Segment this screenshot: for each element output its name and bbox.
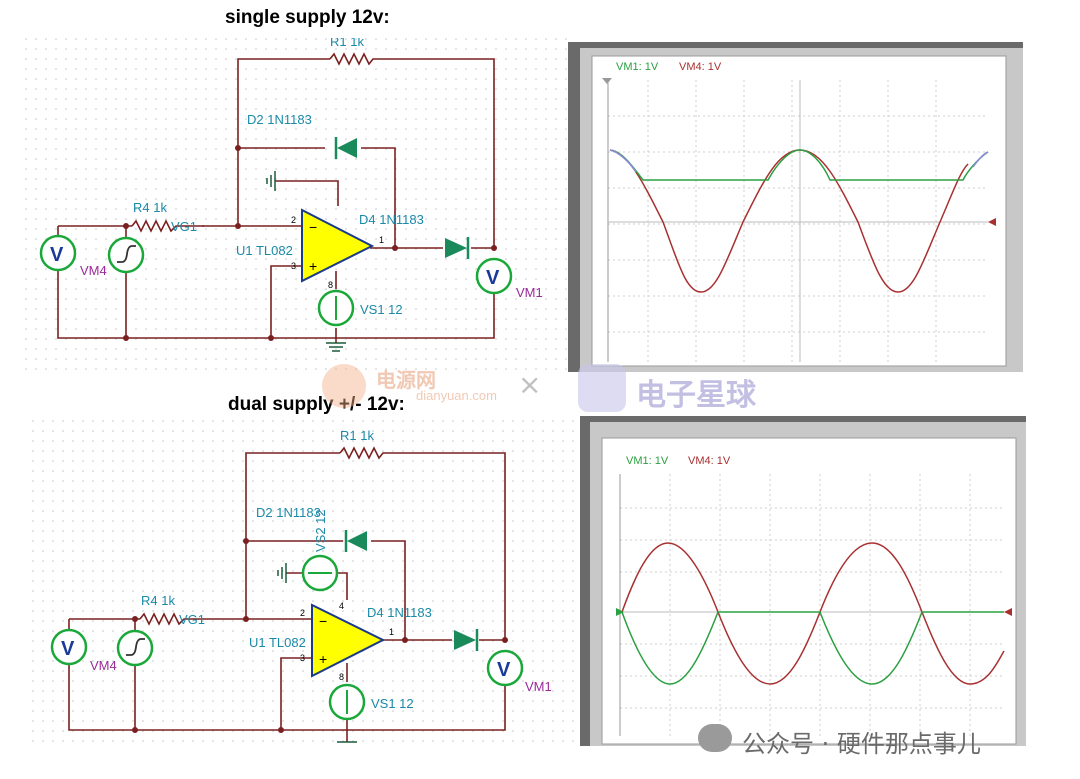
label-r4: R4 1k (133, 200, 167, 215)
pin-1: 1 (389, 627, 394, 637)
diode-d4 (445, 237, 470, 259)
title-single-supply: single supply 12v: (225, 7, 390, 28)
pin-3: 3 (291, 261, 296, 271)
schematic-dual-supply: − + V V R1 1k D2 1N1183 D4 1N1183 R4 1k … (32, 420, 577, 745)
svg-text:V: V (61, 638, 75, 660)
pin-3: 3 (300, 653, 305, 663)
label-vm1: VM1 (525, 679, 552, 694)
label-vm1: VM1 (516, 285, 543, 300)
wechat-icon (698, 724, 732, 752)
voltage-source-vs2 (301, 554, 339, 592)
planet-logo-icon (578, 364, 626, 412)
label-d4: D4 1N1183 (359, 212, 424, 227)
signal-generator-vg1 (116, 629, 154, 667)
label-r1: R1 1k (340, 428, 374, 443)
schematic-single-supply: − + V V R1 1k D2 1N1183 D4 1N1183 R4 1k … (25, 38, 575, 373)
svg-text:V: V (486, 267, 500, 289)
voltmeter-vm1: V (486, 649, 524, 687)
watermark-planet-text: 电子星球 (636, 378, 756, 413)
diode-d4 (454, 629, 479, 651)
opamp-u1: − + (301, 208, 375, 283)
dianyuan-logo-icon (322, 364, 366, 408)
label-vg1: VG1 (171, 219, 197, 234)
label-d2: D2 1N1183 (247, 112, 312, 127)
svg-text:+: + (309, 258, 317, 274)
oscilloscope-dual-supply: VM1: 1V VM4: 1V (580, 416, 1026, 746)
svg-text:+: + (319, 651, 327, 667)
label-vm4: VM4 (90, 658, 117, 673)
scope-legend-vm4: VM4: 1V (679, 61, 722, 73)
pin-2: 2 (291, 215, 296, 225)
ground-symbol-top (266, 171, 276, 191)
pin-8: 8 (328, 280, 333, 290)
label-r1: R1 1k (330, 38, 364, 49)
diode-d2 (344, 530, 367, 552)
pin-1: 1 (379, 235, 384, 245)
label-vm4: VM4 (80, 263, 107, 278)
pin-8: 8 (339, 672, 344, 682)
voltmeter-vm4: V (50, 628, 88, 666)
pin-2: 2 (300, 608, 305, 618)
voltage-source-vs1 (328, 683, 366, 721)
svg-text:V: V (50, 244, 64, 266)
signal-generator-vg1 (107, 236, 145, 274)
scope-legend-vm1: VM1: 1V (626, 455, 669, 467)
voltmeter-vm4: V (39, 234, 77, 272)
label-r4: R4 1k (141, 593, 175, 608)
resistor-r1 (329, 52, 380, 66)
scope-legend-vm1: VM1: 1V (616, 61, 659, 73)
label-vg1: VG1 (179, 612, 205, 627)
oscilloscope-single-supply: VM1: 1V VM4: 1V (568, 42, 1023, 372)
label-u1: U1 TL082 (249, 635, 306, 650)
resistor-r1 (339, 446, 384, 460)
resistor-r4 (139, 612, 210, 626)
label-u1: U1 TL082 (236, 243, 293, 258)
watermark-times: × (518, 368, 542, 401)
svg-text:V: V (497, 659, 511, 681)
watermark-planet: 电子星球 (578, 364, 768, 416)
svg-text:−: − (309, 219, 317, 235)
watermark-site-cn: 电源网 (376, 368, 436, 392)
trace-vm1-output (621, 611, 1004, 685)
svg-text:−: − (319, 613, 327, 629)
pin-4: 4 (339, 601, 344, 611)
watermark-wechat-text: 公众号 · 硬件那点事儿 (742, 730, 981, 758)
watermark-wechat: 公众号 · 硬件那点事儿 (698, 722, 1058, 758)
watermark-dianyuan: 电源网 dianyuan.com (322, 362, 532, 412)
label-vs1: VS1 12 (371, 696, 414, 711)
voltage-source-vs1 (317, 289, 355, 327)
title-dual-supply: dual supply +/- 12v: (228, 394, 405, 415)
scope-legend-vm4: VM4: 1V (688, 455, 731, 467)
label-vs1: VS1 12 (360, 302, 403, 317)
voltmeter-vm1: V (475, 257, 513, 295)
resistor-r4 (131, 219, 204, 233)
label-d2: D2 1N1183 (256, 505, 321, 520)
label-d4: D4 1N1183 (367, 605, 432, 620)
watermark-site-url: dianyuan.com (416, 388, 497, 403)
opamp-u1: − + (311, 603, 386, 678)
diode-d2 (334, 137, 357, 159)
label-vs2: VS2 12 (313, 509, 328, 552)
ground-symbol-top (277, 563, 287, 583)
ground-symbol-bottom (326, 342, 346, 352)
